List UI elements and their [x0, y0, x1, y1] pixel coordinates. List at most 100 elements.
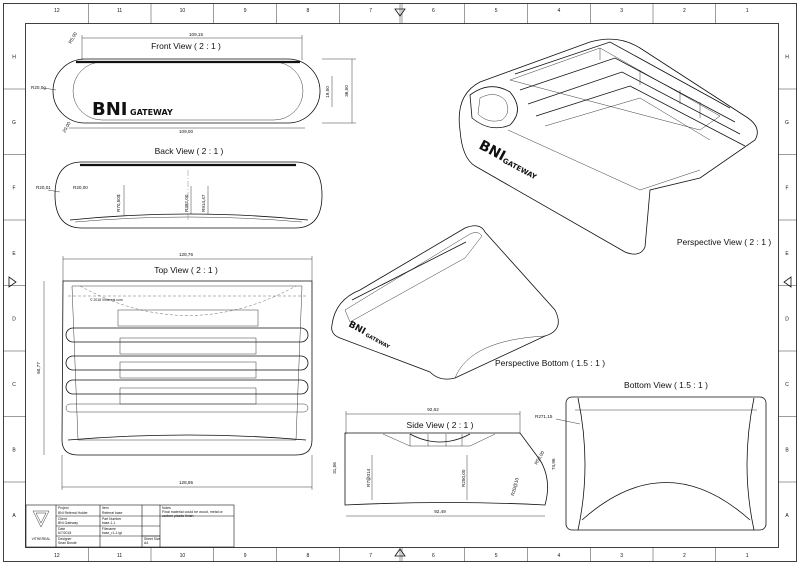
side-dim-bottom: 92,49: [434, 509, 446, 514]
zone-col-label-top: 10: [180, 8, 186, 14]
zone-row-label-left: H: [12, 54, 16, 60]
tb-designer-value: Sean Bonde: [58, 541, 77, 545]
bottom-dim-r: R271,15: [535, 414, 553, 419]
bottom-view: Bottom View ( 1.5 : 1 ) R271,15: [535, 380, 767, 531]
zone-row-label-left: C: [12, 382, 16, 388]
zone-col-label-top: 5: [495, 8, 498, 14]
zone-row-label-right: C: [785, 382, 789, 388]
front-dim-right-inner: 19,50: [325, 86, 330, 98]
front-dim-corner-top: R5,00: [68, 31, 79, 45]
perspective-view-title: Perspective View ( 2 : 1 ): [677, 237, 771, 247]
bottom-view-title: Bottom View ( 1.5 : 1 ): [624, 380, 708, 390]
tb-date-value: 6/7/2018: [58, 531, 71, 535]
back-dim-d2: R392,00: [184, 194, 189, 212]
side-view-title: Side View ( 2 : 1 ): [407, 420, 474, 430]
top-view-outline: [61, 280, 313, 456]
sheet-outer-border: [3, 3, 797, 562]
tb-filename-label: Filename: [102, 527, 116, 531]
tb-sheet-value: A4: [144, 541, 148, 545]
tb-part-label: Part Number: [102, 517, 122, 521]
side-dim-r2: R250,00: [461, 469, 466, 487]
zone-row-label-left: D: [12, 316, 16, 322]
back-view-title: Back View ( 2 : 1 ): [155, 146, 224, 156]
top-dim-top: 128,76: [179, 252, 193, 257]
bottom-view-outline: [565, 396, 767, 531]
zone-col-label-bottom: 7: [369, 553, 372, 559]
zone-col-label-bottom: 1: [746, 553, 749, 559]
top-dim-left: 60,77: [36, 362, 41, 374]
side-dim-right: 74,96: [551, 458, 556, 470]
zone-col-label-bottom: 9: [244, 553, 247, 559]
zone-row-label-right: G: [785, 120, 789, 126]
center-mark-left-icon: [8, 276, 17, 288]
front-dim-bottom: 109,00: [179, 129, 193, 134]
zone-col-label-bottom: 2: [683, 553, 686, 559]
zone-col-label-top: 2: [683, 8, 686, 14]
front-dim-right: 36,50: [344, 85, 349, 97]
zone-row-label-right: B: [785, 447, 789, 453]
zone-row-label-right: E: [785, 251, 789, 257]
front-view-outline: [52, 58, 321, 124]
back-dim-left: R20,01: [36, 185, 51, 190]
perspective-bottom-brand-logo: BNI: [347, 320, 367, 337]
zone-col-label-top: 11: [117, 8, 122, 14]
perspective-view: Perspective View ( 2 : 1 ) BNI GATEWAY: [458, 38, 771, 255]
tb-part-value: base-1.1: [102, 521, 115, 525]
sheet-inner-border: [25, 23, 779, 548]
zone-row-label-left: E: [12, 251, 16, 257]
front-dim-left-radius: R20,0g: [31, 85, 46, 90]
vithereal-logo-icon: [32, 510, 50, 528]
zone-row-label-left: F: [12, 185, 15, 191]
side-view: Side View ( 2 : 1 ) 92,62 92,49 31,56 R7…: [332, 407, 556, 517]
zone-col-label-bottom: 4: [557, 553, 560, 559]
side-view-outline: [344, 432, 548, 506]
front-dim-corner-bottom: 20,00: [62, 121, 72, 134]
zone-col-label-top: 12: [54, 8, 60, 14]
center-mark-right-icon: [783, 276, 792, 288]
zone-row-label-right: A: [785, 513, 789, 519]
zone-col-label-bottom: 3: [620, 553, 623, 559]
tb-item-label: Item: [102, 506, 109, 510]
tb-item-value: Referral base: [102, 511, 122, 515]
back-view-outline: [54, 161, 323, 229]
zone-col-label-top: 9: [244, 8, 247, 14]
side-dim-left: 31,56: [332, 462, 337, 474]
perspective-bottom-title: Perspective Bottom ( 1.5 : 1 ): [495, 358, 605, 368]
front-view-title: Front View ( 2 : 1 ): [151, 41, 221, 51]
zone-col-label-bottom: 6: [432, 553, 435, 559]
tb-project-value: BNI Referral Holder: [58, 511, 88, 515]
zone-col-label-bottom: 12: [54, 553, 60, 559]
zone-col-label-bottom: 8: [306, 553, 309, 559]
front-brand-sub: GATEWAY: [130, 108, 173, 117]
top-dim-bottom: 128,95: [179, 480, 193, 485]
tb-project-label: Project: [58, 506, 69, 510]
side-dim-top: 92,62: [427, 407, 439, 412]
zone-col-label-top: 1: [746, 8, 749, 14]
side-dim-r4: R50,00: [534, 450, 546, 466]
tb-notes-value: Final material could be wood, metal or c…: [162, 510, 223, 519]
front-view: Front View ( 2 : 1 ) 109,15 109,00 36,50…: [31, 31, 356, 134]
front-dim-top: 109,15: [189, 32, 203, 37]
zone-ticks: [3, 3, 797, 562]
zone-row-label-right: H: [785, 54, 789, 60]
zone-row-label-right: D: [785, 316, 789, 322]
top-copyright: © 2018 Vithereal.com: [90, 298, 123, 302]
side-dim-r1: R7@014: [366, 468, 371, 487]
zone-col-label-top: 6: [432, 8, 435, 14]
top-view: Top View ( 2 : 1 ) © 2018 Vithereal.com …: [36, 252, 313, 490]
perspective-brand-sub: GATEWAY: [501, 157, 539, 182]
back-dim-left-inner: R20,00: [73, 185, 88, 190]
tb-sheet-label: Sheet Size: [144, 537, 161, 541]
zone-row-label-left: B: [12, 447, 16, 453]
title-block: VITHEREAL Project BNI Referral Holder It…: [25, 504, 235, 548]
zone-col-label-top: 3: [620, 8, 623, 14]
perspective-bottom-view: Perspective Bottom ( 1.5 : 1 ) BNI GATEW…: [331, 225, 605, 380]
title-logo-text: VITHEREAL: [32, 537, 51, 541]
zone-col-label-bottom: 5: [495, 553, 498, 559]
zone-col-label-top: 4: [557, 8, 560, 14]
